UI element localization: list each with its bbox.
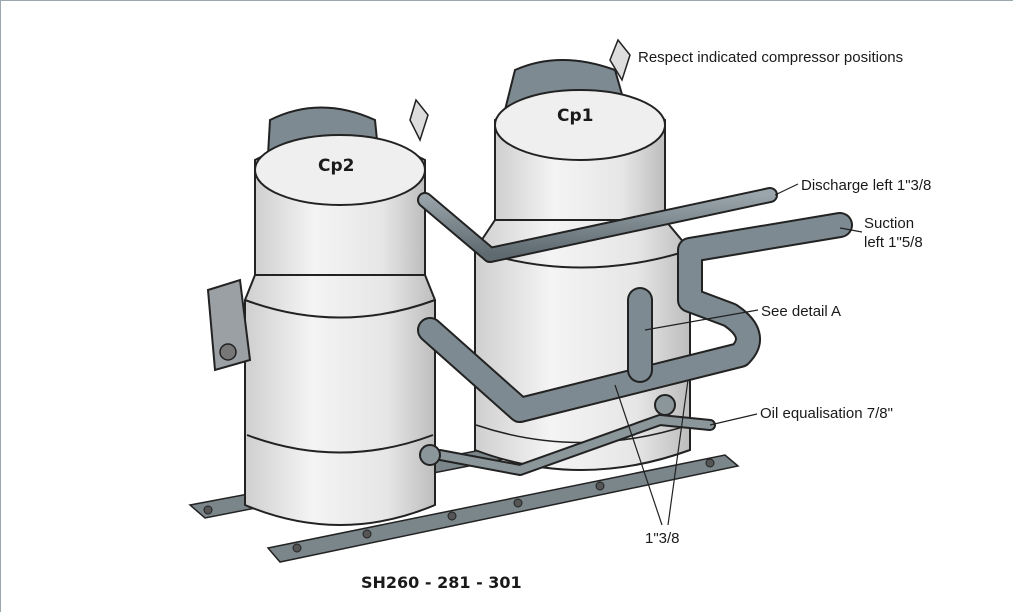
model-label: SH260 - 281 - 301 xyxy=(361,573,522,592)
diagram-title: Respect indicated compressor positions xyxy=(638,49,903,66)
compressor-cp2 xyxy=(206,98,436,526)
pipe-size-label: 1"3/8 xyxy=(645,530,680,547)
suction-label-line2: left 1"5/8 xyxy=(864,234,923,251)
cp2-label: Cp2 xyxy=(318,156,354,176)
suction-label-line1: Suction xyxy=(864,215,914,232)
leader-lines xyxy=(614,183,863,526)
detail-label: See detail A xyxy=(761,303,841,320)
piping xyxy=(417,187,853,476)
discharge-label: Discharge left 1"3/8 xyxy=(801,177,931,194)
oil-equalisation-label: Oil equalisation 7/8" xyxy=(760,405,893,422)
cp1-label: Cp1 xyxy=(557,106,593,126)
